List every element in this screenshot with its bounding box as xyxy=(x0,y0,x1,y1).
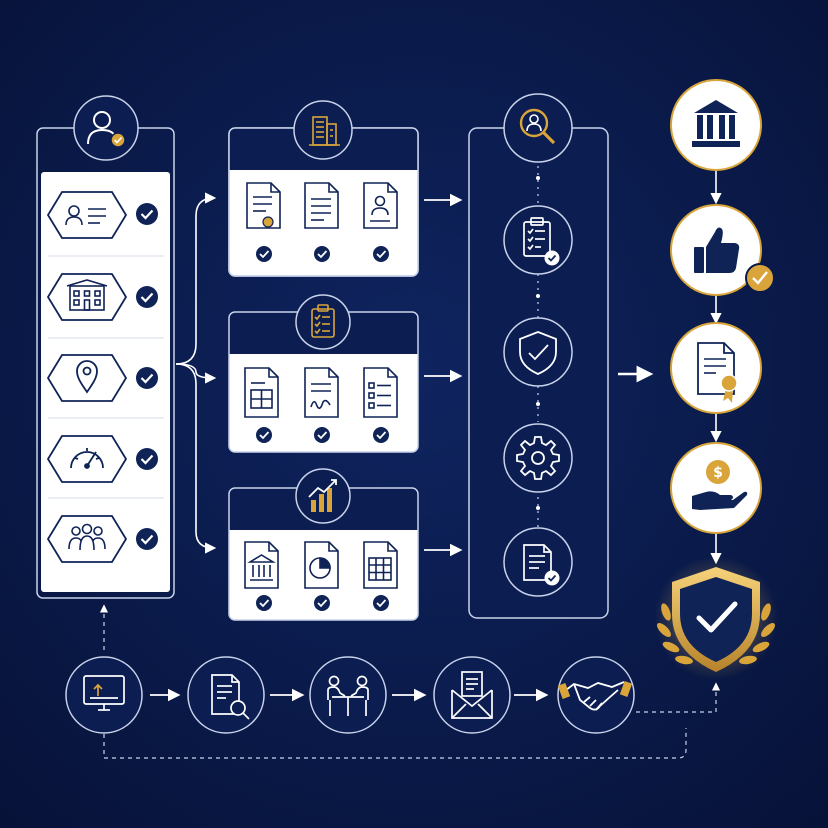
handshake-icon xyxy=(557,681,633,711)
review-pipeline-panel xyxy=(468,93,609,619)
pie-chart-doc-icon xyxy=(304,541,339,589)
profile-doc-icon xyxy=(363,182,398,229)
flow-step-review xyxy=(187,656,265,734)
envelope-document-icon xyxy=(451,671,493,719)
review-step-checklist xyxy=(503,205,573,275)
flow-step-agreement xyxy=(557,656,635,734)
checklist-item-location xyxy=(46,354,158,402)
speedometer-icon xyxy=(70,448,104,469)
team-icon xyxy=(68,523,106,551)
laurel-wreath-icon xyxy=(657,603,775,665)
flow-step-correspondence xyxy=(433,656,511,734)
location-pin-icon xyxy=(76,360,98,394)
check-icon xyxy=(373,595,389,611)
review-step-processing xyxy=(503,423,573,493)
check-icon xyxy=(314,427,330,443)
approval-step-certificate xyxy=(670,322,762,414)
spreadsheet-doc-icon xyxy=(244,367,279,418)
shield-check-icon xyxy=(519,331,557,375)
document-group-3 xyxy=(228,468,419,621)
clipboard-check-icon xyxy=(523,217,551,257)
calculator-doc-icon xyxy=(363,541,398,589)
gold-shield-check-icon xyxy=(672,567,760,672)
check-icon xyxy=(544,570,560,586)
clipboard-checklist-icon xyxy=(311,304,335,338)
growth-chart-icon xyxy=(308,479,337,512)
checklist-item-performance xyxy=(46,435,158,483)
id-card-icon xyxy=(65,205,106,226)
group-to-review-arrows xyxy=(424,193,463,557)
certificate-icon xyxy=(697,342,738,403)
svg-text:$: $ xyxy=(713,465,723,481)
approval-step-funding: $ xyxy=(670,442,762,534)
computer-upload-icon xyxy=(83,675,125,711)
document-group-1 xyxy=(228,100,419,277)
flow-step-upload xyxy=(65,656,143,734)
document-group-2 xyxy=(228,294,419,453)
signed-doc-icon xyxy=(304,367,339,418)
check-icon xyxy=(136,203,158,225)
check-icon xyxy=(136,367,158,389)
office-building-icon xyxy=(309,116,340,146)
check-icon xyxy=(256,427,272,443)
money-hand-icon: $ xyxy=(692,460,748,510)
building-icon xyxy=(66,279,108,311)
check-icon xyxy=(314,246,330,262)
review-step-security xyxy=(503,317,573,387)
check-icon xyxy=(745,263,775,293)
gear-icon xyxy=(516,436,560,480)
magnifier-user-icon xyxy=(519,108,556,145)
check-icon xyxy=(136,448,158,470)
approval-step-bank xyxy=(670,79,762,171)
applicant-header xyxy=(73,95,139,161)
user-check-icon xyxy=(87,111,126,148)
bottom-flow xyxy=(65,604,721,759)
branch-connectors xyxy=(175,192,217,554)
form-doc-icon xyxy=(363,367,398,418)
check-icon xyxy=(136,528,158,550)
bank-icon xyxy=(692,100,740,147)
check-icon xyxy=(136,286,158,308)
thumbs-up-icon xyxy=(694,227,740,273)
meeting-icon xyxy=(327,675,369,716)
checklist-item-business xyxy=(46,273,158,321)
approval-chain: $ xyxy=(654,79,778,680)
check-icon xyxy=(544,250,560,266)
checklist-item-id-card xyxy=(46,191,158,239)
review-header xyxy=(503,93,573,163)
flow-step-meeting xyxy=(309,656,387,734)
approval-step-verified xyxy=(654,556,778,680)
checklist-item-team xyxy=(46,515,158,563)
review-step-document xyxy=(503,527,573,597)
check-icon xyxy=(256,595,272,611)
bank-doc-icon xyxy=(244,541,279,589)
check-icon xyxy=(373,246,389,262)
check-icon xyxy=(373,427,389,443)
check-icon xyxy=(314,595,330,611)
certificate-doc-icon xyxy=(246,182,281,229)
check-icon xyxy=(256,246,272,262)
applicant-checklist-panel xyxy=(36,95,175,599)
text-doc-icon xyxy=(304,182,339,229)
document-check-icon xyxy=(523,544,552,581)
document-search-icon xyxy=(211,674,250,720)
approval-step-endorse xyxy=(670,204,775,296)
